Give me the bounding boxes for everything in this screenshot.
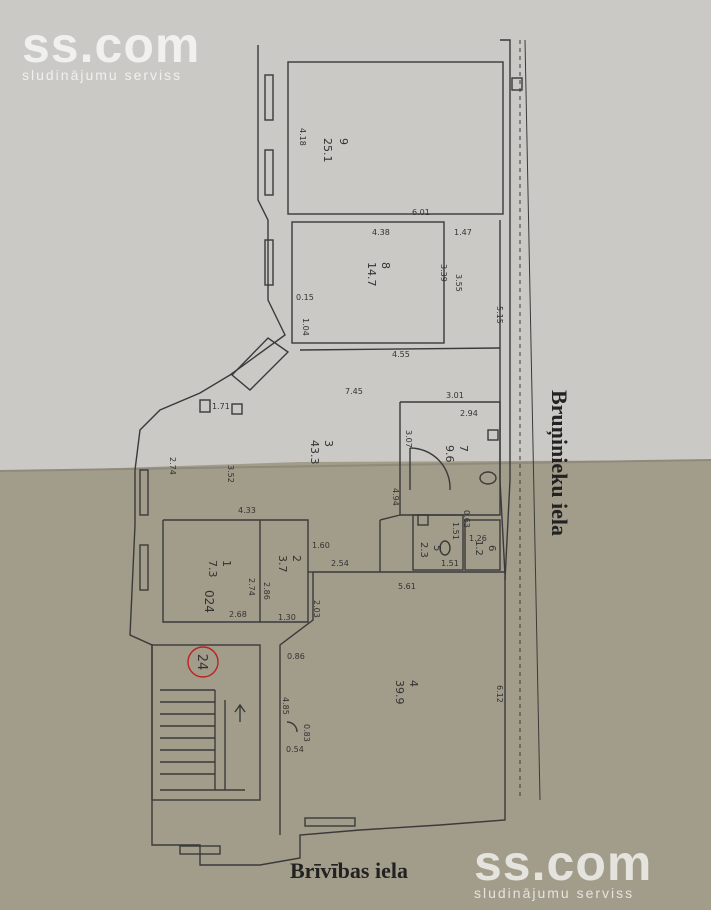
dim: 0.15 (296, 293, 314, 302)
dim: 7.45 (345, 387, 363, 396)
room-5-number: 5 (431, 545, 442, 551)
street-label-bottom: Brīvības iela (290, 858, 408, 883)
dim: 6.01 (412, 208, 430, 217)
dim: 1.26 (469, 534, 487, 543)
dim: 2.94 (460, 409, 478, 418)
dim: 4.18 (298, 128, 307, 146)
dim: 4.85 (281, 697, 290, 715)
room-2-area: 3.7 (276, 555, 289, 573)
room-1-code: 024 (202, 590, 216, 613)
watermark-tagline: sludinājumu serviss (22, 67, 183, 83)
paper-fold (0, 459, 711, 472)
dim: 2.03 (312, 600, 321, 618)
building-number: 24 (194, 654, 209, 671)
room-6-number: 6 (486, 545, 497, 551)
room-9-area: 25.1 (321, 138, 334, 163)
dim: 3.52 (226, 465, 235, 483)
walls (129, 39, 541, 866)
dim: 2.54 (331, 559, 349, 568)
room-8-area: 14.7 (365, 262, 378, 287)
dim: 4.38 (372, 228, 390, 237)
room-6-area: 1.2 (473, 540, 484, 556)
paper-upper (0, 0, 711, 470)
dim: 1.47 (454, 228, 472, 237)
room-4-area: 39.9 (393, 680, 406, 705)
watermark-brand: ss.com (474, 835, 653, 891)
room-9-number: 9 (337, 138, 350, 145)
dim: 5.61 (398, 582, 416, 591)
watermark-tagline: sludinājumu serviss (474, 885, 635, 901)
dim: 2.74 (168, 457, 177, 475)
dim: 2.86 (262, 582, 271, 600)
room-1-number: 1 (220, 560, 233, 567)
room-8-number: 8 (379, 262, 392, 269)
dim: 0.86 (287, 652, 305, 661)
room-7-number: 7 (457, 445, 470, 452)
dim: 1.60 (312, 541, 330, 550)
building-number-circle (187, 646, 219, 678)
dim: 2.68 (229, 610, 247, 619)
room-3-area: 43.3 (308, 440, 321, 465)
dim: 1.51 (451, 522, 460, 540)
dim: 5.15 (495, 306, 504, 324)
dim: 3.39 (439, 264, 448, 282)
dim: 1.04 (301, 318, 310, 336)
watermark-brand: ss.com (22, 17, 201, 73)
dim: 4.33 (238, 506, 256, 515)
watermark-bottom: ss.com sludinājumu serviss (474, 838, 652, 900)
dimensions: 4.18 6.01 4.38 1.47 3.39 3.55 5.15 0.15 … (168, 128, 504, 754)
dim: 1.71 (212, 402, 230, 411)
room-4-number: 4 (407, 680, 420, 687)
room-1-area: 7.3 (206, 560, 219, 578)
room-7-area: 9.6 (443, 445, 456, 463)
dim: 4.55 (392, 350, 410, 359)
dim: 0.83 (302, 724, 311, 742)
room-3-number: 3 (322, 440, 335, 447)
dim: 1.30 (278, 613, 296, 622)
dim: 3.07 (404, 430, 413, 448)
room-2-number: 2 (290, 555, 303, 562)
room-labels: 9 25.1 8 14.7 3 43.3 7 9.6 6 1.2 5 2.3 2… (202, 138, 497, 705)
dim: 1.51 (441, 559, 459, 568)
dim: 0.63 (462, 510, 471, 528)
dim: 2.74 (247, 578, 256, 596)
street-label-side: Bruņinieku iela (547, 389, 573, 537)
dim: 6.12 (495, 685, 504, 703)
dim: 3.01 (446, 391, 464, 400)
dim: 0.54 (286, 745, 304, 754)
room-5-area: 2.3 (418, 542, 429, 558)
dim: 4.94 (391, 488, 400, 506)
paper-lower (0, 460, 711, 910)
watermark-top: ss.com sludinājumu serviss (22, 20, 200, 82)
dim: 3.55 (454, 274, 463, 292)
